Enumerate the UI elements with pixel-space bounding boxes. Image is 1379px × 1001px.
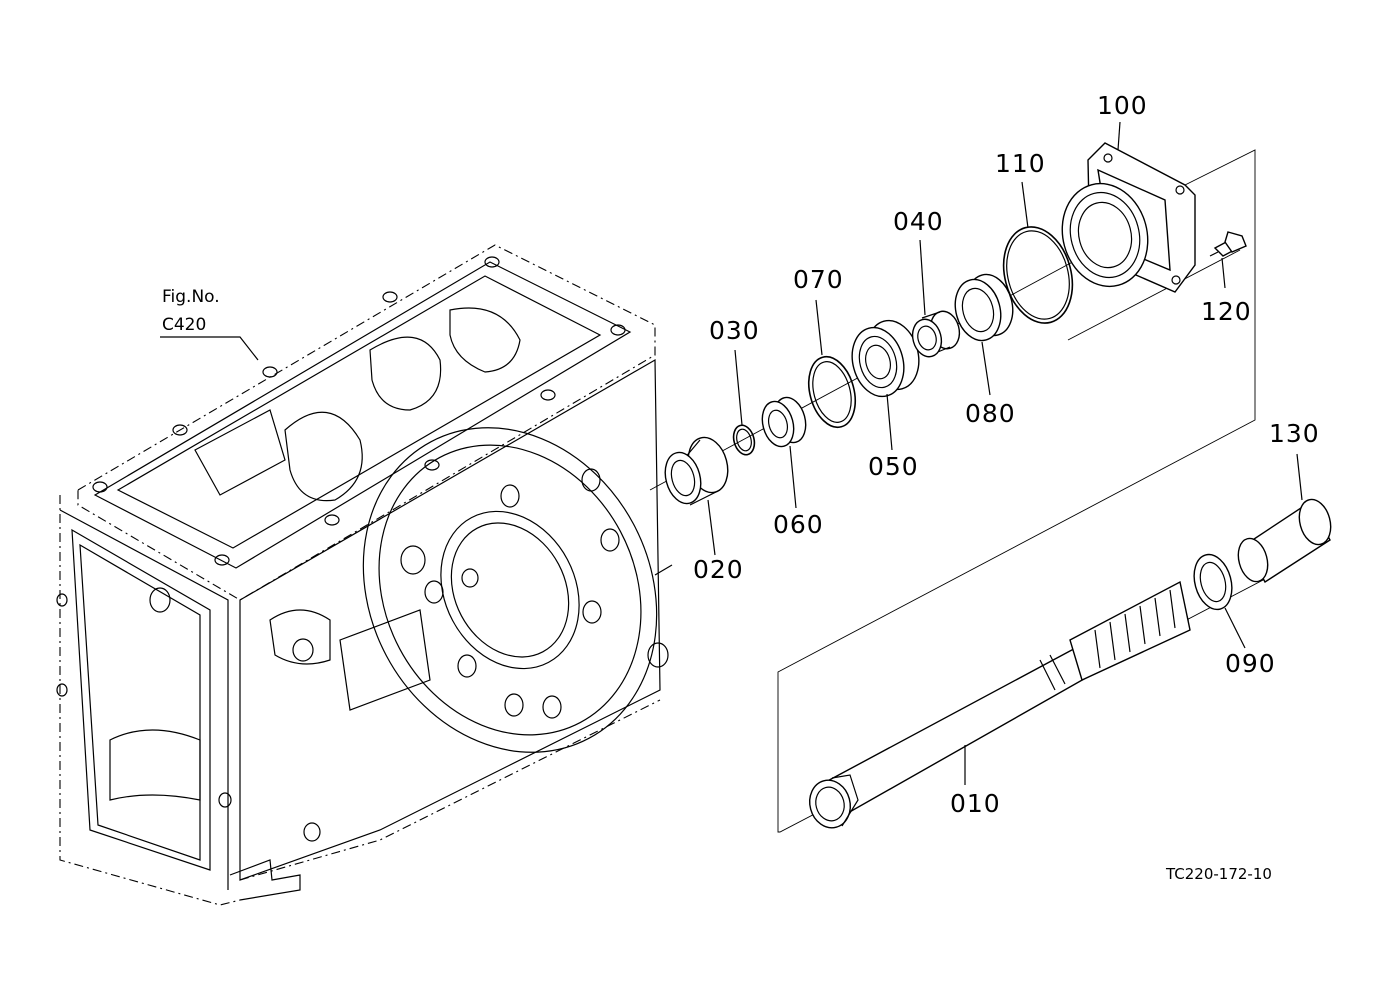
part-090-drawing xyxy=(1193,553,1233,611)
housing-boundary xyxy=(1067,249,1241,341)
drawing-code: TC220-172-10 xyxy=(1165,865,1272,883)
part-label-010: 010 xyxy=(950,789,1001,818)
part-050-drawing xyxy=(851,319,920,398)
part-label-080: 080 xyxy=(965,399,1016,428)
part-label-100: 100 xyxy=(1097,91,1148,120)
part-label-070: 070 xyxy=(793,265,844,294)
part-110-drawing xyxy=(1002,226,1074,324)
part-060-drawing xyxy=(761,396,807,448)
part-010-drawing xyxy=(809,580,1191,829)
part-080-drawing xyxy=(954,273,1014,342)
assembly-boundary xyxy=(777,149,1291,833)
part-label-030: 030 xyxy=(709,316,760,345)
part-label-050: 050 xyxy=(868,452,919,481)
part-label-020: 020 xyxy=(693,555,744,584)
part-070-drawing xyxy=(807,355,857,429)
part-020-drawing xyxy=(664,436,729,506)
part-040-drawing xyxy=(911,310,961,358)
part-label-110: 110 xyxy=(995,149,1046,178)
part-label-090: 090 xyxy=(1225,649,1276,678)
fig-ref-line1: Fig.No. xyxy=(162,287,220,307)
part-030-drawing xyxy=(732,424,756,456)
part-label-120: 120 xyxy=(1201,297,1252,326)
part-label-040: 040 xyxy=(893,207,944,236)
fig-ref-line2: C420 xyxy=(162,315,206,335)
transmission-case-drawing xyxy=(56,244,669,906)
part-120-drawing xyxy=(1209,231,1247,257)
leader-lines xyxy=(654,121,1303,785)
part-100-drawing xyxy=(1061,142,1196,293)
part-label-130: 130 xyxy=(1269,419,1320,448)
part-label-060: 060 xyxy=(773,510,824,539)
fig-ref-leader xyxy=(160,336,259,361)
part-130-drawing xyxy=(1237,498,1332,583)
